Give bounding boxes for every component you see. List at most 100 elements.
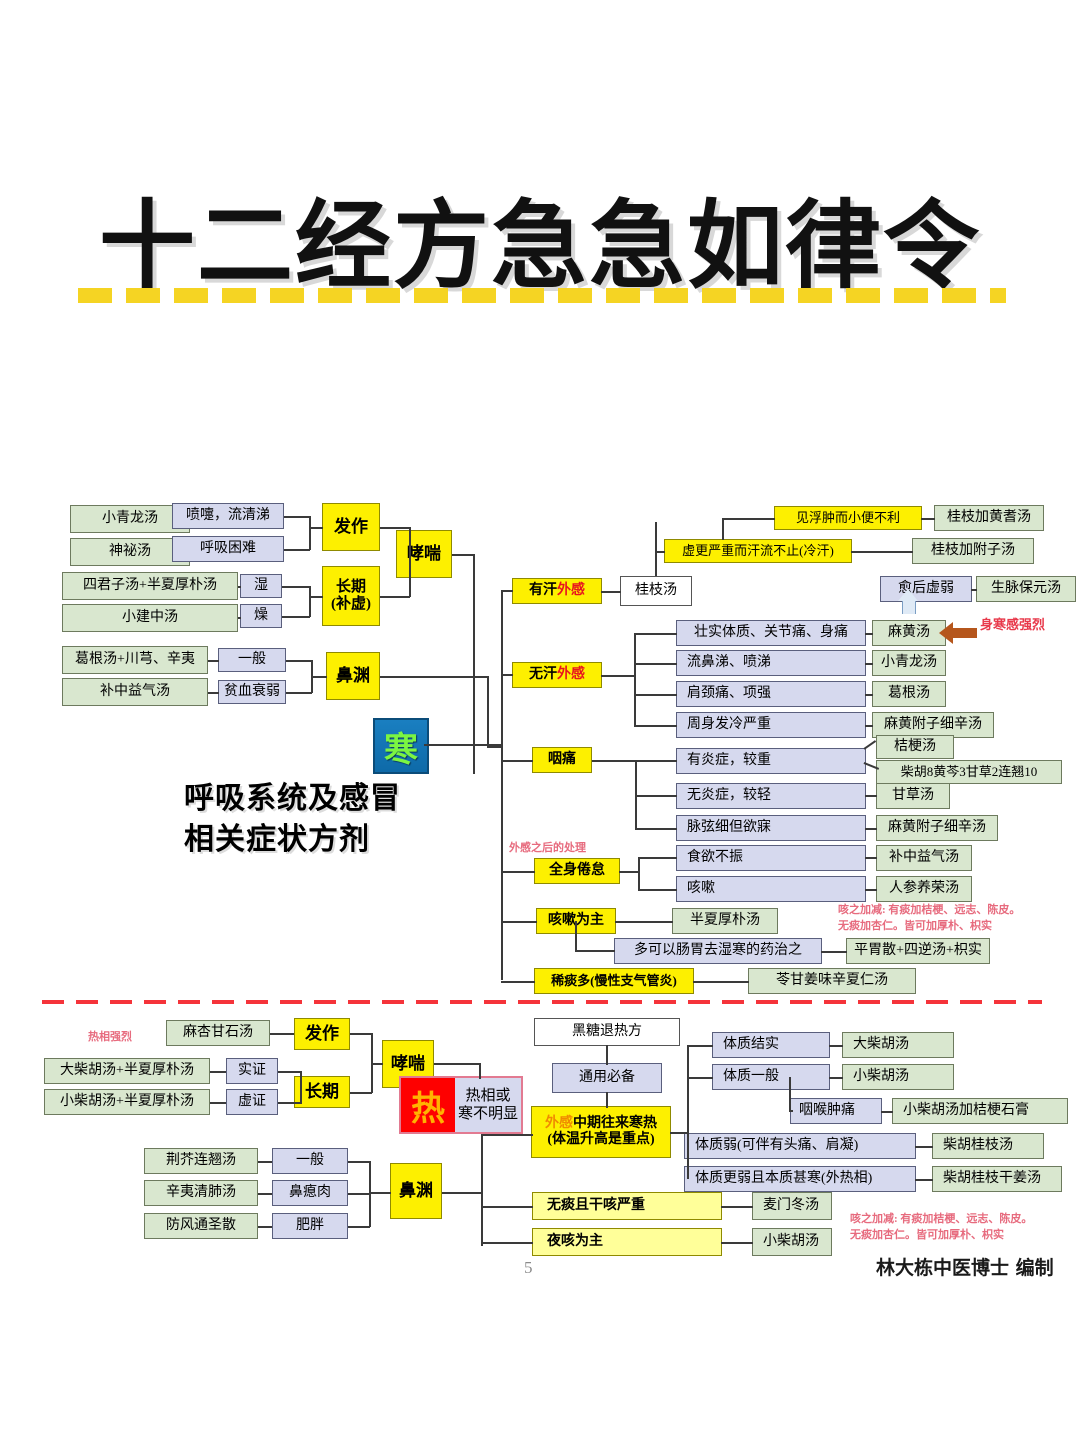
- node-nosweat-cond-2: 流鼻涕、喷涕: [676, 650, 866, 676]
- node-heat-chronic-formula-2: 小柴胡汤+半夏厚朴汤: [44, 1089, 210, 1115]
- title-underline-decoration: [78, 288, 1006, 303]
- node-midstage-cond-3: 咽喉肿痛: [790, 1098, 882, 1124]
- node-nosweat-exterior: 无汗外感: [512, 662, 602, 688]
- node-heat-sinusitis-formula-2: 辛夷清肺汤: [144, 1180, 258, 1206]
- node-heat-sinusitis-symptom-2: 鼻瘜肉: [272, 1180, 348, 1206]
- node-sweating-sub-cond-2: 虚更严重而汗流不止(冷汗): [664, 539, 852, 563]
- label-part-red: 外感: [557, 582, 585, 598]
- node-cold-asthma-acute: 发作: [322, 503, 380, 551]
- node-throat-cond-3: 脉弦细但欲寐: [676, 815, 866, 841]
- node-cold-chronic-formula-2: 小建中汤: [62, 604, 238, 632]
- left-arrow-shaft-icon: [953, 628, 977, 638]
- heat-chip-label: 热相或 寒不明显: [457, 1088, 518, 1122]
- node-midstage-rx-2: 小柴胡汤: [842, 1064, 954, 1090]
- node-cold-chronic-symptom-2: 燥: [240, 604, 282, 628]
- node-heat-cough-cond-1: 无痰且干咳严重: [532, 1192, 722, 1220]
- node-cough-sub-cond: 多可以肠胃去湿寒的药治之: [614, 938, 822, 964]
- node-cold-sinusitis-formula-1: 葛根汤+川芎、辛夷: [62, 646, 208, 674]
- node-nosweat-cond-1: 壮实体质、关节痛、身痛: [676, 620, 866, 646]
- up-arrow-shaft-icon: [902, 600, 916, 614]
- category-chip-heat: 热: [401, 1078, 455, 1132]
- node-throat-rx-2: 甘草汤: [876, 783, 950, 809]
- node-guizhi-tang: 桂枝汤: [620, 576, 692, 606]
- node-sweating-sub-rx-1: 桂枝加黄耆汤: [934, 505, 1044, 531]
- node-heat-sinusitis: 鼻渊: [390, 1163, 442, 1219]
- node-midstage-cond-1: 体质结实: [712, 1032, 830, 1058]
- node-cough-sub-rx: 平胃散+四逆汤+枳实: [846, 938, 990, 964]
- annotation-cough-adjust-heat: 咳之加减: 有痰加桔梗、远志、陈皮。 无痰加杏仁。皆可加厚朴、枳实: [850, 1213, 1033, 1241]
- node-fatigue: 全身倦怠: [534, 858, 620, 884]
- node-fatigue-cond-2: 咳嗽: [676, 876, 866, 902]
- node-fatigue-rx-2: 人参养荣汤: [876, 876, 972, 902]
- node-heat-sinusitis-symptom-1: 一般: [272, 1148, 348, 1174]
- node-heat-cough-cond-2: 夜咳为主: [532, 1228, 722, 1256]
- midstage-label-rest: 中期往来寒热: [573, 1115, 657, 1131]
- node-cold-acute-symptom-1: 喷嚏，流清涕: [172, 503, 284, 529]
- node-cold-sinusitis: 鼻渊: [326, 652, 380, 700]
- node-heat-asthma-acute: 发作: [294, 1018, 350, 1050]
- node-midstage-cond-4: 体质弱(可伴有头痛、肩凝): [684, 1133, 916, 1159]
- node-throat-pain: 咽痛: [532, 747, 592, 773]
- node-heat-sinusitis-formula-3: 防风通圣散: [144, 1213, 258, 1239]
- node-heat-cough-rx-2: 小柴胡汤: [752, 1228, 832, 1256]
- node-common-essential: 通用必备: [552, 1063, 662, 1093]
- annotation-cough-adjust-cold: 咳之加减: 有痰加桔梗、远志、陈皮。 无痰加杏仁。皆可加厚朴、枳实: [838, 904, 1021, 932]
- midstage-line-1: 外感中期往来寒热: [545, 1116, 657, 1132]
- node-heat-chronic-symptom-1: 实证: [226, 1058, 278, 1084]
- node-heat-chronic-formula-1: 大柴胡汤+半夏厚朴汤: [44, 1058, 210, 1084]
- node-cold-acute-formula-1: 小青龙汤: [70, 505, 190, 533]
- node-sweating-sub-cond-1: 见浮肿而小便不利: [774, 506, 922, 530]
- node-cold-acute-symptom-2: 呼吸困难: [172, 536, 284, 562]
- node-throat-cond-1: 有炎症，较重: [676, 748, 866, 774]
- node-heat-cough-rx-1: 麦门冬汤: [752, 1192, 832, 1220]
- node-throat-rx-1b: 柴胡8黄芩3甘草2连翘10: [876, 760, 1062, 784]
- node-nosweat-rx-4: 麻黄附子细辛汤: [872, 712, 994, 738]
- label-part-black: 无汗: [529, 666, 557, 682]
- midstage-line-2: (体温升高是重点): [547, 1132, 655, 1147]
- node-recovery-cond: 愈后虚弱: [880, 576, 972, 602]
- node-nosweat-rx-3: 葛根汤: [872, 681, 946, 707]
- node-sweating-sub-rx-2: 桂枝加附子汤: [912, 538, 1034, 564]
- annotation-strong-cold-feel: 身寒感强烈: [980, 617, 1046, 632]
- node-midstage-rx-5: 柴胡桂枝干姜汤: [932, 1166, 1062, 1192]
- label-part-red: 外感: [557, 666, 585, 682]
- node-nosweat-cond-4: 周身发冷严重: [676, 712, 866, 738]
- node-cold-asthma: 哮喘: [396, 530, 452, 578]
- node-thin-phlegm-rx: 苓甘姜味辛夏仁汤: [748, 968, 916, 994]
- node-heat-chronic-symptom-2: 虚证: [226, 1089, 278, 1115]
- node-fatigue-rx-1: 补中益气汤: [876, 845, 972, 871]
- node-throat-rx-1a: 桔梗汤: [876, 735, 954, 759]
- node-cold-sinusitis-formula-2: 补中益气汤: [62, 678, 208, 706]
- node-sweating-exterior: 有汗外感: [512, 578, 602, 604]
- left-arrow-head-icon: [939, 622, 953, 644]
- node-heat-asthma-chronic: 长期: [294, 1076, 350, 1108]
- node-midstage-exterior: 外感中期往来寒热 (体温升高是重点): [531, 1106, 671, 1158]
- node-cough-main-rx: 半夏厚朴汤: [672, 908, 778, 934]
- node-fatigue-cond-1: 食欲不振: [676, 845, 866, 871]
- node-heat-sinusitis-formula-1: 荆芥连翘汤: [144, 1148, 258, 1174]
- node-throat-rx-3: 麻黄附子细辛汤: [876, 815, 998, 841]
- node-heisugar-formula: 黑糖退热方: [534, 1018, 680, 1046]
- page-title: 十二经方急急如律令: [99, 190, 981, 302]
- page-number: 5: [524, 1258, 533, 1277]
- node-nosweat-rx-2: 小青龙汤: [872, 650, 946, 676]
- up-arrow-head-icon: [898, 589, 918, 601]
- node-cold-chronic-formula-1: 四君子汤+半夏厚朴汤: [62, 572, 238, 600]
- node-midstage-rx-4: 柴胡桂枝汤: [932, 1133, 1044, 1159]
- node-cold-sinusitis-symptom-1: 一般: [218, 648, 286, 672]
- node-heat-sinusitis-symptom-3: 肥胖: [272, 1213, 348, 1239]
- node-midstage-cond-2: 体质一般: [712, 1064, 830, 1090]
- section-divider: [42, 1000, 1042, 1004]
- node-cold-asthma-chronic: 长期 (补虚): [322, 566, 380, 626]
- node-throat-cond-2: 无炎症，较轻: [676, 783, 866, 809]
- author-credit: 林大栋中医博士 编制: [876, 1257, 1054, 1279]
- midstage-label-red: 外感: [545, 1115, 573, 1131]
- node-midstage-rx-3: 小柴胡汤加桔梗石膏: [892, 1098, 1068, 1124]
- node-midstage-cond-5: 体质更弱且本质甚寒(外热相): [684, 1166, 916, 1192]
- node-heat-acute-formula: 麻杏甘石汤: [166, 1020, 270, 1046]
- node-recovery-rx: 生脉保元汤: [976, 576, 1076, 602]
- category-chip-cold: 寒: [373, 718, 429, 774]
- label-part-black: 有汗: [529, 582, 557, 598]
- node-cold-acute-formula-2: 神祕汤: [70, 538, 190, 566]
